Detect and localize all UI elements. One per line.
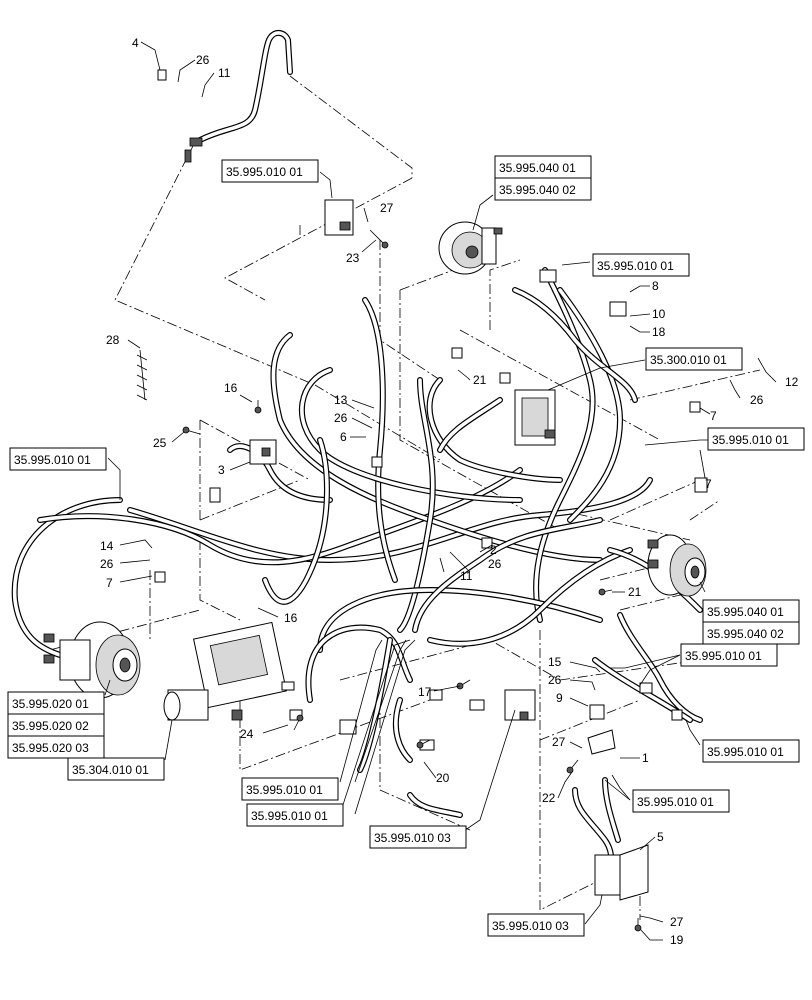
- part-number: 16: [284, 611, 298, 625]
- part-number: 28: [106, 333, 120, 347]
- hydrostatic-pump: [163, 621, 287, 721]
- part-number: 5: [657, 830, 664, 844]
- reference-box: 35.995.010 01: [632, 789, 730, 813]
- reference-box: 35.995.040 02: [702, 621, 800, 645]
- reference-box: 35.995.040 01: [494, 155, 592, 179]
- reference-box: 35.995.010 01: [707, 427, 805, 451]
- reference-box: 35.995.010 01: [241, 777, 339, 801]
- part-number: 26: [100, 557, 114, 571]
- svg-text:35.995.020 01: 35.995.020 01: [12, 697, 89, 711]
- part-number: 25: [153, 436, 167, 450]
- part-number: 26: [334, 411, 348, 425]
- svg-text:35.995.010 01: 35.995.010 01: [14, 453, 91, 467]
- part-number: 14: [100, 539, 114, 553]
- part-number: 11: [218, 66, 231, 80]
- svg-text:35.995.040 02: 35.995.040 02: [707, 627, 784, 641]
- part-number: 27: [380, 201, 394, 215]
- reference-boxes: 35.995.010 01 35.995.040 01 35.995.040 0…: [7, 155, 805, 937]
- part-number: 26: [548, 673, 562, 687]
- part-number: 19: [670, 933, 684, 947]
- steel-tube: [184, 30, 293, 163]
- part-number: 6: [340, 430, 347, 444]
- svg-text:35.300.010 01: 35.300.010 01: [650, 353, 727, 367]
- part-number: 7: [106, 576, 113, 590]
- svg-text:35.995.010 01: 35.995.010 01: [712, 433, 789, 447]
- part-number: 2: [490, 543, 497, 557]
- reference-box: 35.995.040 01: [702, 599, 800, 623]
- part-number: 4: [132, 36, 139, 50]
- part-number-labels: 1 2 3 4 5 6 7 7 7 8 9 10 11 11 12 13 14 …: [100, 36, 799, 947]
- part-number: 17: [418, 685, 432, 699]
- part-number: 12: [785, 375, 799, 389]
- part-number: 18: [652, 325, 666, 339]
- svg-text:35.995.010 01: 35.995.010 01: [707, 745, 784, 759]
- svg-text:35.995.020 03: 35.995.020 03: [12, 741, 89, 755]
- reference-box: 35.995.010 01: [246, 803, 344, 827]
- svg-text:35.995.010 03: 35.995.010 03: [492, 919, 569, 933]
- reference-box: 35.300.010 01: [645, 347, 743, 371]
- spring-28: [136, 349, 148, 401]
- svg-text:35.995.010 01: 35.995.010 01: [251, 809, 328, 823]
- part-number: 13: [334, 393, 348, 407]
- reference-box: 35.995.010 01: [702, 739, 800, 763]
- part-number: 24: [240, 727, 254, 741]
- svg-text:35.995.040 01: 35.995.040 01: [707, 605, 784, 619]
- svg-text:35.995.040 01: 35.995.040 01: [499, 161, 576, 175]
- reference-box: 35.995.020 02: [7, 713, 105, 737]
- part-number: 15: [548, 655, 562, 669]
- reference-box: 35.995.010 01: [221, 159, 319, 183]
- part-number: 22: [542, 791, 556, 805]
- bracket-1: [587, 729, 616, 755]
- part-number: 10: [652, 307, 666, 321]
- hoses: [11, 267, 703, 868]
- part-number: 3: [218, 463, 225, 477]
- drive-motor-left: [43, 621, 141, 699]
- valve-top: [324, 199, 354, 236]
- part-number: 1: [642, 751, 649, 765]
- valve-block-3: [249, 439, 277, 465]
- part-number: 23: [346, 251, 360, 265]
- reference-box: 35.995.010 01: [592, 253, 690, 277]
- svg-text:35.995.010 01: 35.995.010 01: [246, 783, 323, 797]
- reference-box: 35.995.020 01: [7, 691, 105, 715]
- svg-text:35.995.010 03: 35.995.010 03: [374, 831, 451, 845]
- svg-text:35.995.010 01: 35.995.010 01: [637, 795, 714, 809]
- reference-box: 35.995.010 01: [9, 447, 107, 471]
- part-number: 7: [710, 409, 717, 423]
- drive-motor-upper: [438, 221, 503, 275]
- part-number: 21: [628, 585, 642, 599]
- reference-box: 35.995.010 01: [680, 643, 778, 667]
- part-number: 27: [670, 915, 684, 929]
- part-number: 11: [460, 569, 473, 583]
- reference-box: 35.304.010 01: [67, 757, 165, 781]
- reference-box: 35.995.040 02: [494, 177, 592, 201]
- valve-mid-bottom: [504, 689, 536, 721]
- part-number: 21: [473, 373, 487, 387]
- part-number: 9: [556, 691, 563, 705]
- bolts: [182, 229, 642, 932]
- svg-text:35.995.040 02: 35.995.040 02: [499, 183, 576, 197]
- part-number: 26: [750, 393, 764, 407]
- svg-text:35.995.010 01: 35.995.010 01: [685, 649, 762, 663]
- reference-box: 35.995.010 03: [369, 825, 467, 849]
- part-number: 27: [552, 735, 566, 749]
- part-number: 26: [488, 557, 502, 571]
- part-number: 26: [196, 53, 210, 67]
- part-number: 16: [224, 381, 238, 395]
- svg-text:35.304.010 01: 35.304.010 01: [72, 763, 149, 777]
- reference-box: 35.995.020 03: [7, 735, 105, 759]
- part-number: 8: [652, 279, 659, 293]
- leader-lines: [104, 41, 777, 941]
- part-number: 7: [705, 477, 712, 491]
- drive-motor-right: [647, 534, 707, 597]
- svg-text:35.995.010 01: 35.995.010 01: [226, 165, 303, 179]
- svg-text:35.995.020 02: 35.995.020 02: [12, 719, 89, 733]
- valve-bottom: [594, 844, 649, 901]
- control-valve: [514, 389, 556, 446]
- svg-text:35.995.010 01: 35.995.010 01: [597, 259, 674, 273]
- part-number: 20: [436, 771, 450, 785]
- reference-box: 35.995.010 03: [487, 913, 585, 937]
- fittings: [154, 69, 708, 751]
